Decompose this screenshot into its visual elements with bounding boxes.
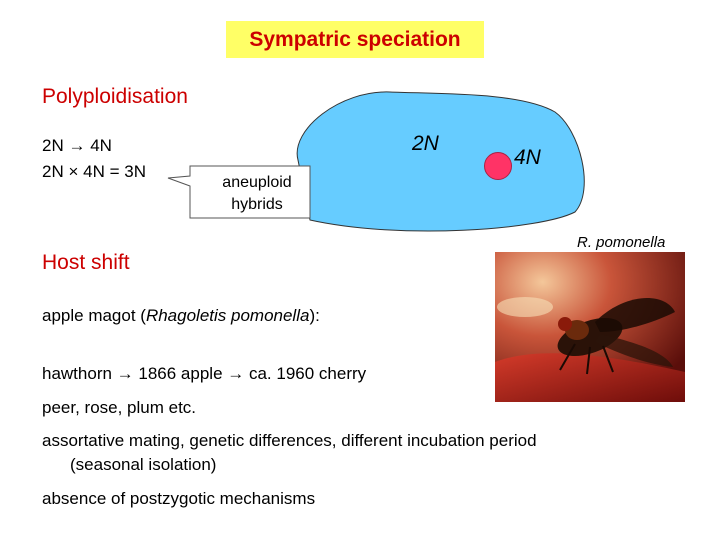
postzygotic-line: absence of postzygotic mechanisms bbox=[42, 489, 316, 508]
callout-text: aneuploid hybrids bbox=[206, 172, 308, 216]
seasonal-isolation-line: (seasonal isolation) bbox=[70, 455, 217, 474]
slide-title: Sympatric speciation bbox=[226, 21, 484, 58]
polyploidisation-heading: Polyploidisation bbox=[42, 85, 188, 108]
label-4n: 4N bbox=[514, 146, 541, 169]
species-name: Rhagoletis pomonella bbox=[145, 306, 310, 325]
formula2-result: 3N bbox=[124, 162, 146, 181]
formula-line-1: 2N → 4N bbox=[42, 136, 112, 156]
formula2-equals: = bbox=[104, 162, 125, 181]
formula-line-2: 2N × 4N = 3N bbox=[42, 162, 146, 182]
host-shift-heading: Host shift bbox=[42, 251, 130, 274]
line1-prefix: apple magot ( bbox=[42, 306, 146, 325]
apple-magot-line: apple magot (Rhagoletis pomonella): bbox=[42, 306, 320, 326]
arrow-icon: → bbox=[68, 136, 86, 155]
callout-bubble bbox=[167, 165, 311, 219]
formula2-b: 4N bbox=[83, 162, 105, 181]
line1-suffix: ): bbox=[309, 306, 320, 325]
host-history-line: hawthorn → 1866 apple → ca. 1960 cherry bbox=[42, 364, 367, 383]
other-hosts-line: peer, rose, plum etc. bbox=[42, 398, 197, 417]
slide-title-text: Sympatric speciation bbox=[249, 27, 461, 51]
population-blob bbox=[296, 91, 585, 232]
callout-line-2: hybrids bbox=[231, 196, 283, 213]
mechanisms-line: assortative mating, genetic differences,… bbox=[42, 431, 537, 450]
times-icon: × bbox=[68, 162, 79, 181]
formula1-lhs: 2N bbox=[42, 136, 64, 155]
callout-line-1: aneuploid bbox=[222, 174, 292, 191]
formula1-rhs: 4N bbox=[90, 136, 112, 155]
tetraploid-dot bbox=[484, 152, 512, 180]
label-2n: 2N bbox=[412, 132, 439, 155]
fly-photo bbox=[495, 252, 685, 402]
photo-caption: R. pomonella bbox=[577, 234, 666, 251]
formula2-a: 2N bbox=[42, 162, 64, 181]
